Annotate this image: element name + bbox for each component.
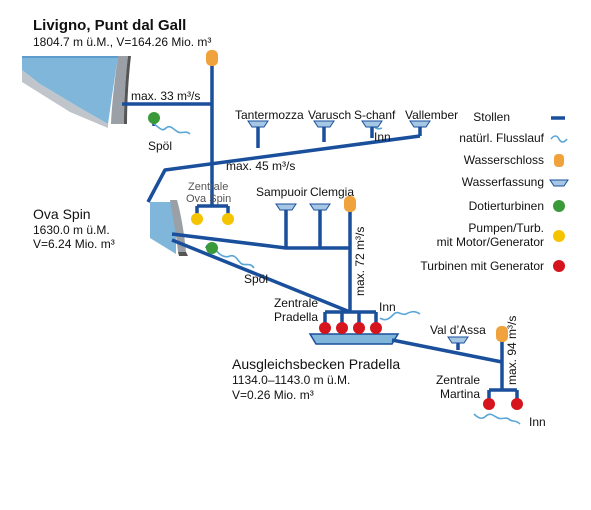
plant-martina-line1: Zentrale (436, 373, 480, 387)
intake-label-sampuoir: Sampuoir (256, 185, 307, 199)
spoel-river-1 (153, 123, 191, 135)
tunnel-martina-plant (487, 388, 519, 400)
surge-tank-martina (496, 326, 508, 342)
inn-river-2 (473, 413, 521, 425)
turbine-martina-2 (511, 398, 523, 410)
tunnel-sampuoir-clemgia (284, 210, 322, 248)
legend: Stollen natürl. Flusslauf Wasserschloss … (420, 110, 569, 273)
legend-pumpen-label-1: Pumpen/Turb. (468, 221, 544, 235)
inn-river-1 (379, 310, 421, 321)
legend-fassung-label: Wasserfassung (462, 175, 544, 189)
tunnel-network (122, 62, 519, 400)
plant-ova-spin-line2: Ova Spin (186, 193, 231, 205)
intake-clemgia (309, 203, 331, 211)
ova-spin-title: Ova Spin (33, 206, 91, 222)
surge-tank-livigno (206, 50, 218, 66)
ova-spin-volume: V=6.24 Mio. m³ (33, 237, 115, 251)
legend-intake-icon (549, 179, 569, 187)
intake-label-s-chanf: S-chanf (354, 108, 396, 122)
pump-turbine-2 (222, 213, 234, 225)
surge-tank-pradella (344, 196, 356, 212)
flow-72-label: max. 72 m³/s (353, 227, 367, 296)
intake-label-tantermozza: Tantermozza (235, 108, 304, 122)
intake-varusch (313, 120, 335, 128)
plant-ova-spin-line1: Zentrale (188, 181, 228, 193)
livigno-title: Livigno, Punt dal Gall (33, 17, 186, 34)
turbine-pradella-2 (336, 322, 348, 334)
plant-pradella-line1: Zentrale (274, 296, 318, 310)
pradella-altitude: 1134.0–1143.0 m ü.M. (232, 373, 350, 387)
plant-pradella-line2: Pradella (274, 310, 318, 324)
turbine-pradella-3 (353, 322, 365, 334)
turbine-martina-1 (483, 398, 495, 410)
tunnel-pradella-to-martina (391, 338, 503, 364)
river-label-spoel-2: Spöl (244, 272, 268, 286)
flow-45-label: max. 45 m³/s (226, 159, 295, 173)
tunnel-pradella-branch (171, 238, 351, 314)
legend-schloss-label: Wasserschloss (464, 153, 544, 167)
livigno-reservoir (22, 56, 131, 128)
ova-spin-altitude: 1630.0 m ü.M. (33, 223, 110, 237)
pradella-basin (308, 333, 400, 345)
intake-sampuoir (275, 203, 297, 211)
spoel-river-2 (215, 249, 255, 269)
flow-94-label: max. 94 m³/s (505, 316, 519, 385)
river-label-inn-3: Inn (529, 415, 546, 429)
plant-martina-line2: Martina (440, 387, 480, 401)
river-label-spoel-1: Spöl (148, 139, 172, 153)
flow-33-label: max. 33 m³/s (131, 89, 200, 103)
legend-red-turbine-icon (553, 260, 565, 272)
water-intakes (247, 120, 469, 344)
river-label-inn-1: Inn (374, 130, 391, 144)
river-lines (153, 123, 521, 425)
intake-tantermozza (247, 120, 269, 128)
pradella-volume: V=0.26 Mio. m³ (232, 388, 314, 402)
legend-green-turbine-icon (553, 200, 565, 212)
intake-label-val-dassa: Val d’Assa (430, 323, 486, 337)
intake-label-vallember: Vallember (405, 108, 458, 122)
turbine-pradella-1 (319, 322, 331, 334)
legend-river-icon (550, 135, 568, 143)
ova-spin-reservoir (150, 200, 188, 256)
intake-val-dassa (447, 336, 469, 344)
river-label-inn-2: Inn (379, 300, 396, 314)
legend-fluss-label: natürl. Flusslauf (459, 131, 544, 145)
livigno-info: 1804.7 m ü.M., V=164.26 Mio. m³ (33, 35, 211, 49)
tunnel-ova-spin-main (146, 134, 421, 203)
surge-tanks (206, 50, 508, 342)
tunnel-pradella-plant (323, 310, 378, 325)
legend-pumpen-label-2: mit Motor/Generator (437, 235, 544, 249)
dotier-turbine-livigno (148, 112, 160, 124)
tunnel-ova-spin-to-pradella (171, 232, 350, 250)
legend-surge-tank-icon (554, 154, 564, 167)
turbines (148, 112, 523, 410)
dotier-turbine-ova-spin (206, 242, 218, 254)
pradella-title: Ausgleichsbecken Pradella (232, 356, 400, 372)
intake-s-chanf (361, 120, 383, 128)
legend-yellow-turbine-icon (553, 230, 565, 242)
legend-turbinen-label: Turbinen mit Generator (420, 259, 544, 273)
legend-dotier-label: Dotierturbinen (469, 199, 544, 213)
tunnel-intake-spurs (256, 127, 422, 148)
intake-vallember (409, 120, 431, 128)
intake-label-clemgia: Clemgia (310, 185, 354, 199)
legend-stollen-label: Stollen (473, 110, 510, 124)
intake-label-varusch: Varusch (308, 108, 351, 122)
pump-turbine-1 (191, 213, 203, 225)
turbine-pradella-4 (370, 322, 382, 334)
